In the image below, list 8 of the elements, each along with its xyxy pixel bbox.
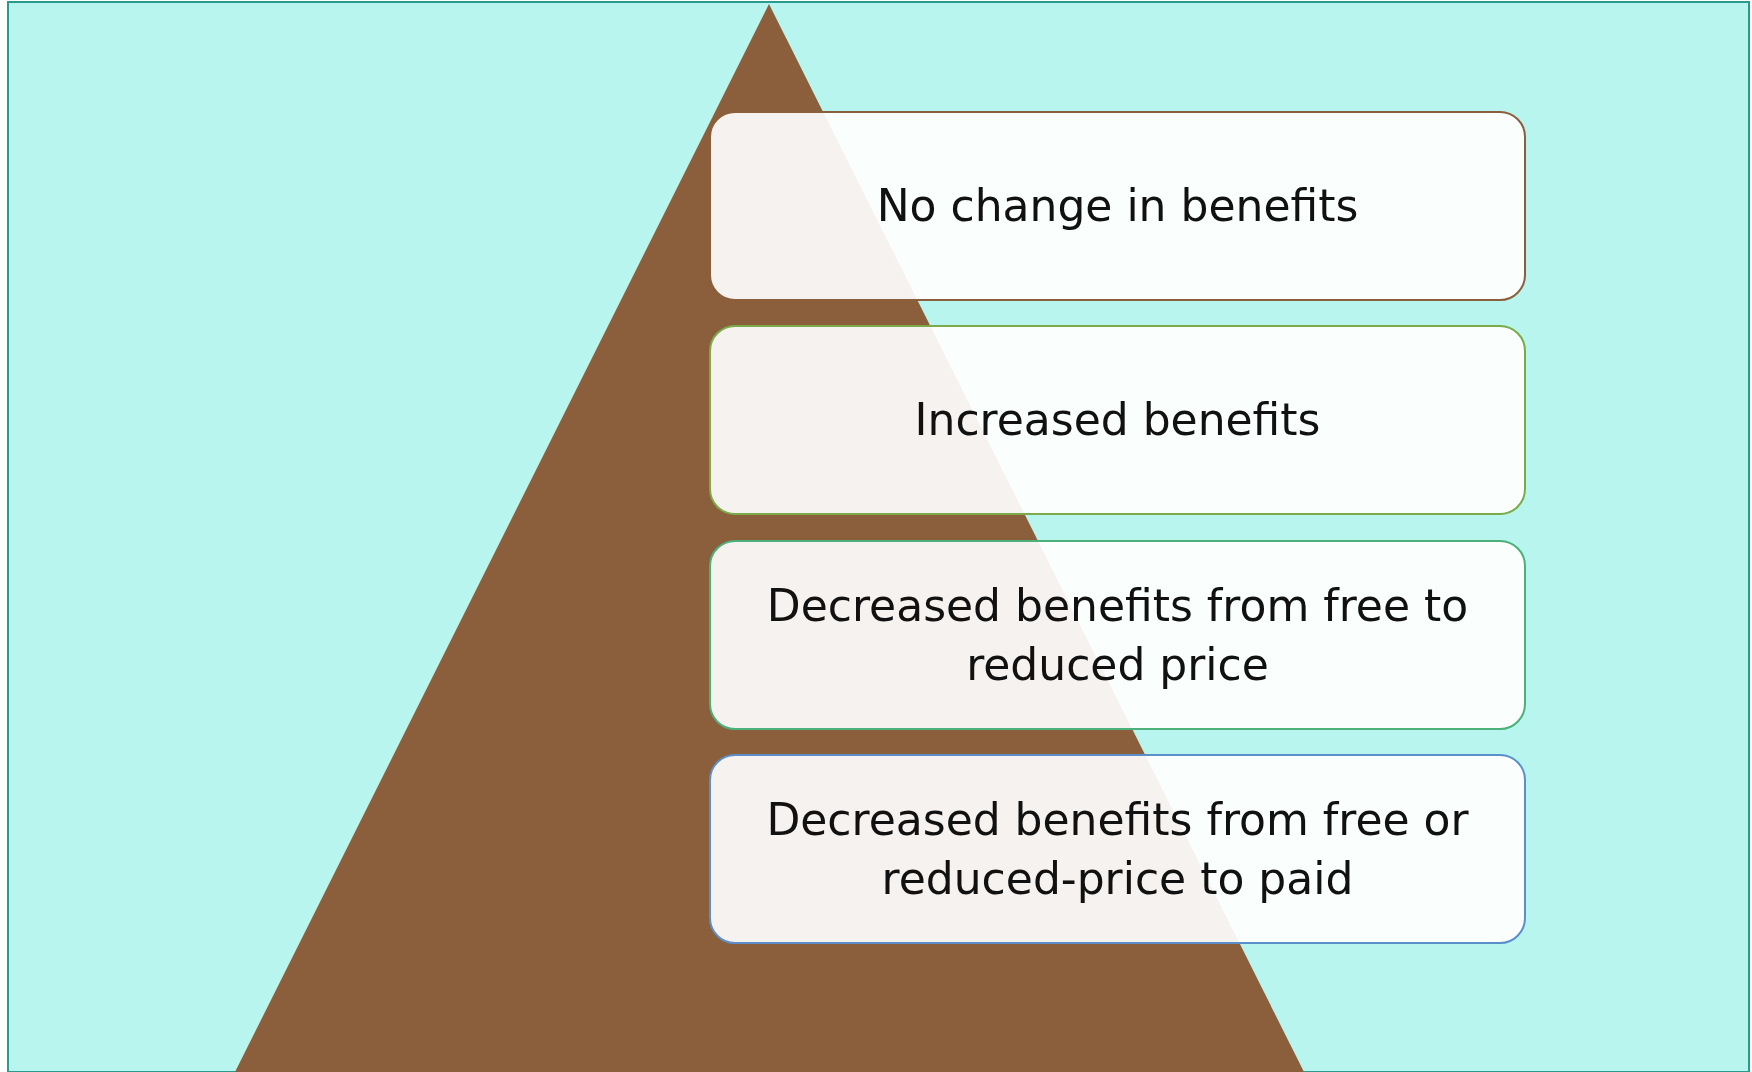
level-box: [709, 111, 1526, 301]
level-box: [709, 325, 1526, 515]
level-box: [709, 754, 1526, 944]
level-label: Decreased benefits from free or reduced-price to paid: [765, 792, 1470, 906]
level-box: [709, 540, 1526, 730]
level-label: Increased benefits: [914, 393, 1321, 448]
level-label: Decreased benefits from free to reduced price: [765, 578, 1470, 692]
level-label: No change in benefits: [876, 179, 1359, 234]
